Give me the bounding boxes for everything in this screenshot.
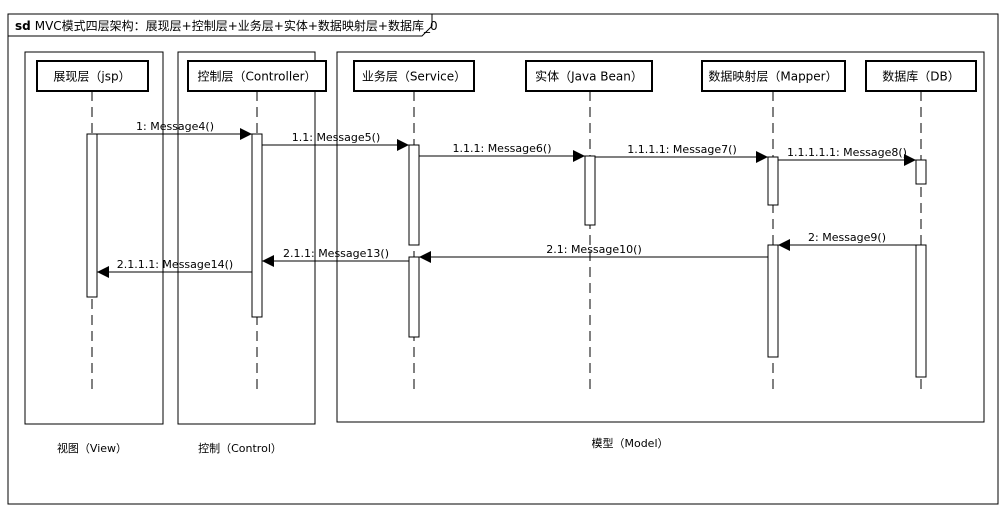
message-label-m14: 2.1.1.1: Message14() — [117, 258, 233, 271]
activations — [86, 133, 927, 378]
message-m8: 1.1.1.1.1: Message8() — [778, 146, 916, 166]
group-label-control: 控制（Control） — [198, 441, 282, 455]
activation-mapper-1 — [767, 156, 779, 206]
message-m4: 1: Message4() — [97, 120, 252, 140]
message-label-m13: 2.1.1: Message13() — [283, 247, 389, 260]
lifeline-label-mapper: 数据映射层（Mapper） — [708, 69, 837, 84]
activation-bean — [584, 155, 596, 226]
message-m10: 2.1: Message10() — [419, 243, 768, 263]
activation-db-1 — [915, 159, 927, 185]
activation-controller — [251, 133, 263, 318]
lifeline-label-controller: 控制层（Controller） — [197, 70, 316, 84]
lifeline-controller: 控制层（Controller） — [187, 60, 327, 390]
activation-service-2 — [408, 256, 420, 338]
activation-jsp — [86, 133, 98, 298]
message-label-m4: 1: Message4() — [136, 120, 214, 133]
activation-service-1 — [408, 144, 420, 246]
group-model: 模型（Model） — [336, 51, 985, 450]
lifeline-label-service: 业务层（Service） — [362, 69, 466, 84]
frame-title: sd MVC模式四层架构：展现层+控制层+业务层+实体+数据映射层+数据库_0 — [15, 18, 438, 33]
lifeline-label-bean: 实体（Java Bean） — [535, 69, 643, 84]
activation-mapper-2 — [767, 244, 779, 358]
message-label-m6: 1.1.1: Message6() — [453, 142, 552, 155]
lifeline-label-db: 数据库（DB） — [882, 69, 959, 84]
lifeline-label-jsp: 展现层（jsp） — [53, 70, 130, 84]
lifeline-bean: 实体（Java Bean） — [525, 60, 653, 390]
group-label-model: 模型（Model） — [591, 436, 668, 450]
activation-db-2 — [915, 244, 927, 378]
group-control: 控制（Control） — [177, 51, 316, 455]
message-label-m10: 2.1: Message10() — [546, 243, 642, 256]
message-m14: 2.1.1.1: Message14() — [97, 258, 252, 278]
message-label-m9: 2: Message9() — [808, 231, 886, 244]
lifeline-mapper: 数据映射层（Mapper） — [701, 60, 846, 390]
message-label-m5: 1.1: Message5() — [292, 131, 381, 144]
frame-title-text: MVC模式四层架构：展现层+控制层+业务层+实体+数据映射层+数据库_0 — [35, 18, 438, 33]
group-label-view: 视图（View） — [57, 441, 127, 455]
message-m13: 2.1.1: Message13() — [262, 247, 409, 267]
lifeline-jsp: 展现层（jsp） — [36, 60, 149, 390]
message-m9: 2: Message9() — [778, 231, 916, 251]
message-m5: 1.1: Message5() — [262, 131, 409, 151]
frame-keyword: sd — [15, 19, 31, 33]
group-view: 视图（View） — [24, 51, 164, 455]
message-m7: 1.1.1.1: Message7() — [595, 143, 768, 163]
sd-frame: sd MVC模式四层架构：展现层+控制层+业务层+实体+数据映射层+数据库_0 — [7, 13, 999, 505]
message-label-m8: 1.1.1.1.1: Message8() — [787, 146, 907, 159]
message-label-m7: 1.1.1.1: Message7() — [627, 143, 736, 156]
message-m6: 1.1.1: Message6() — [419, 142, 585, 162]
